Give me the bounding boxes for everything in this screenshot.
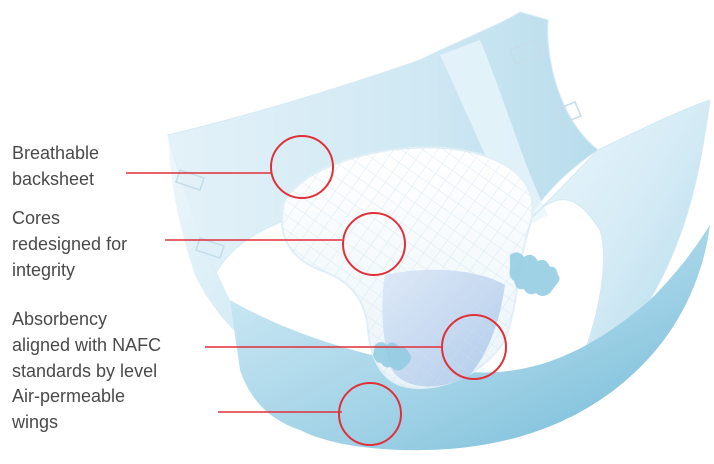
- label-line: Air-permeable: [12, 383, 125, 409]
- label-line: redesigned for: [12, 231, 127, 257]
- label-line: Absorbency: [12, 306, 161, 332]
- label-absorbency: Absorbency aligned with NAFC standards b…: [12, 306, 161, 384]
- label-line: aligned with NAFC: [12, 332, 161, 358]
- label-line: wings: [12, 409, 125, 435]
- label-line: backsheet: [12, 166, 99, 192]
- label-line: Breathable: [12, 140, 99, 166]
- label-breathable-backsheet: Breathable backsheet: [12, 140, 99, 192]
- label-cores-redesigned: Cores redesigned for integrity: [12, 205, 127, 283]
- label-line: Cores: [12, 205, 127, 231]
- label-line: integrity: [12, 257, 127, 283]
- label-air-permeable-wings: Air-permeable wings: [12, 383, 125, 435]
- label-line: standards by level: [12, 358, 161, 384]
